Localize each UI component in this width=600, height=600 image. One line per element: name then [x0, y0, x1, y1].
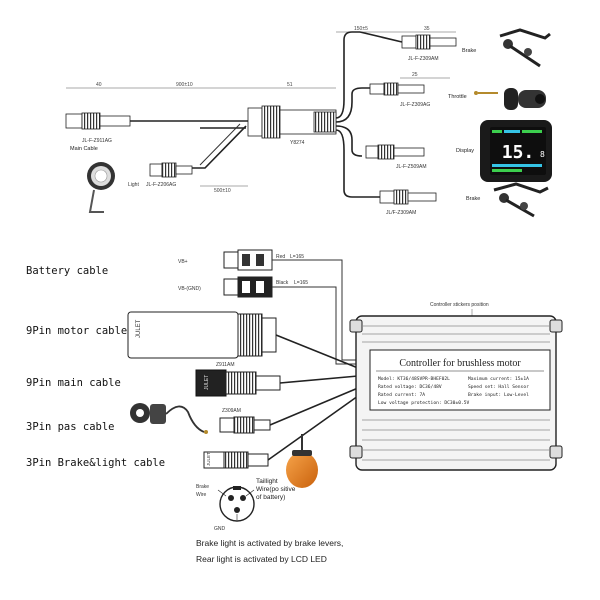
pas-sensor-icon [130, 403, 208, 434]
part-brake-top: JL-F-Z309AM [408, 56, 439, 62]
brake-julet: JULET [206, 452, 211, 466]
top-harness: 40 900±10 51 150±5 35 25 500±10 JL-F-Z91… [65, 26, 552, 218]
brake-top-wire-2 [359, 31, 403, 43]
brake-wire-line1: Brake [196, 484, 209, 490]
label-vb-plus: VB+ [178, 259, 188, 265]
light-connector [149, 162, 193, 178]
brake-top-wire [335, 31, 360, 119]
label-display: Display [456, 148, 474, 154]
pas-connector [219, 416, 271, 434]
throttle-connector [369, 82, 425, 96]
label-black: Black [276, 280, 289, 286]
spec-low-voltage: Low voltage protection: DC30±0.5V [378, 400, 470, 406]
bottom-section: Battery cable 9Pin motor cable 9Pin main… [26, 249, 563, 564]
label-brake-wire-2: Wire [196, 492, 206, 498]
label-brake-top: Brake [462, 48, 476, 54]
main-cable-connector [65, 112, 131, 130]
light-branch-wire-2 [199, 123, 241, 166]
throttle-wire [335, 87, 370, 123]
label-throttle: Throttle [448, 94, 467, 100]
dim-500: 500±10 [214, 188, 231, 194]
spec-rated-voltage: Rated voltage: DC36/48V [378, 384, 442, 390]
part-display: JL-F-Z509AM [396, 164, 427, 170]
spec-model: Model: KT36/48SVPR-BHEF02L [378, 376, 450, 382]
brake-lever-icon-2 [493, 182, 549, 218]
label-battery-cable: Battery cable [26, 265, 108, 277]
battery-black-wire [272, 286, 358, 365]
label-vb-gnd: VB-(GND) [178, 286, 201, 292]
label-z911am: Z911AM [216, 362, 235, 368]
brake-bottom-connector [379, 189, 437, 205]
taillight-wire-label-wrap: Taillight Wire(po sitive of battery) [256, 478, 296, 501]
dim-40: 40 [96, 82, 102, 88]
display-decimal: 8 [540, 150, 545, 159]
spec-max-current: Maximum current: 15±1A [468, 376, 529, 382]
note-line-2: Rear light is activated by LCD LED [196, 554, 327, 564]
label-taillight-wire: Taillight Wire(po sitive of battery) [256, 478, 296, 501]
label-gnd: GND [214, 526, 226, 532]
brake-bottom-wire [335, 129, 360, 198]
label-brake-light-cable: 3Pin Brake&light cable [26, 457, 165, 469]
main-9pin-connector: JULET [195, 369, 281, 397]
brake-light-wire [267, 395, 359, 461]
dim-51: 51 [287, 82, 293, 88]
brake-light-connector: JULET [203, 451, 269, 469]
label-red: Red [276, 254, 285, 260]
note-line-1: Brake light is activated by brake levers… [196, 538, 343, 548]
label-motor-cable: 9Pin motor cable [26, 325, 127, 337]
part-mid: Y8274 [290, 140, 305, 146]
battery-black-connector [223, 276, 273, 298]
lcd-display: 15. 8 [480, 120, 552, 182]
brake-light-pinout [217, 486, 255, 522]
part-throttle: JL-F-Z309AG [400, 102, 430, 108]
headlight-icon [87, 162, 115, 213]
spec-rated-current: Rated current: 7A [378, 392, 425, 398]
label-sticker-position: Controller stickers position [430, 302, 489, 308]
display-speed: 15. [502, 142, 535, 163]
label-pas-cable: 3Pin pas cable [26, 421, 115, 433]
motor-connector: JULET [127, 311, 277, 359]
part-main: JL-F-Z911AG [82, 138, 112, 144]
label-z309am: Z309AM [222, 408, 241, 414]
motor-wire [275, 334, 359, 369]
dim-25: 25 [412, 72, 418, 78]
mid-connector [247, 105, 337, 139]
dim-150: 150±5 [354, 26, 368, 32]
label-red-length: L=165 [290, 254, 304, 260]
brake-top-connector [401, 34, 457, 50]
label-brake-wire: Brake [196, 484, 209, 490]
pas-wire [269, 387, 359, 426]
battery-red-wire [272, 259, 358, 361]
label-main-cable: Main Cable [70, 146, 98, 152]
light-branch-wire [190, 125, 247, 169]
main-9pin-wire [279, 375, 359, 384]
dim-900: 900±10 [176, 82, 193, 88]
display-connector [365, 144, 425, 160]
controller-title: Controller for brushless motor [399, 358, 521, 369]
label-main-cable-bottom: 9Pin main cable [26, 377, 121, 389]
battery-red-connector [223, 249, 273, 271]
part-light: JL-F-Z206AG [146, 182, 176, 188]
spec-brake-input: Brake input: Low-Level [468, 392, 529, 398]
motor-julet: JULET [136, 319, 142, 338]
label-black-length: L=165 [294, 280, 308, 286]
controller-sticker: Controller for brushless motor Model: KT… [369, 349, 551, 411]
display-wire [335, 125, 363, 157]
brake-lever-icon [499, 28, 551, 68]
label-light: Light [128, 182, 139, 188]
throttle-icon [474, 88, 546, 110]
label-brake-bottom: Brake [466, 196, 480, 202]
part-brake-bottom: JL/F-Z309AM [386, 210, 416, 216]
tail-light-icon [286, 434, 318, 488]
spec-speed-set: Speed set: Hall Sensor [468, 384, 529, 390]
dim-35: 35 [424, 26, 430, 32]
main-julet: JULET [204, 375, 210, 390]
